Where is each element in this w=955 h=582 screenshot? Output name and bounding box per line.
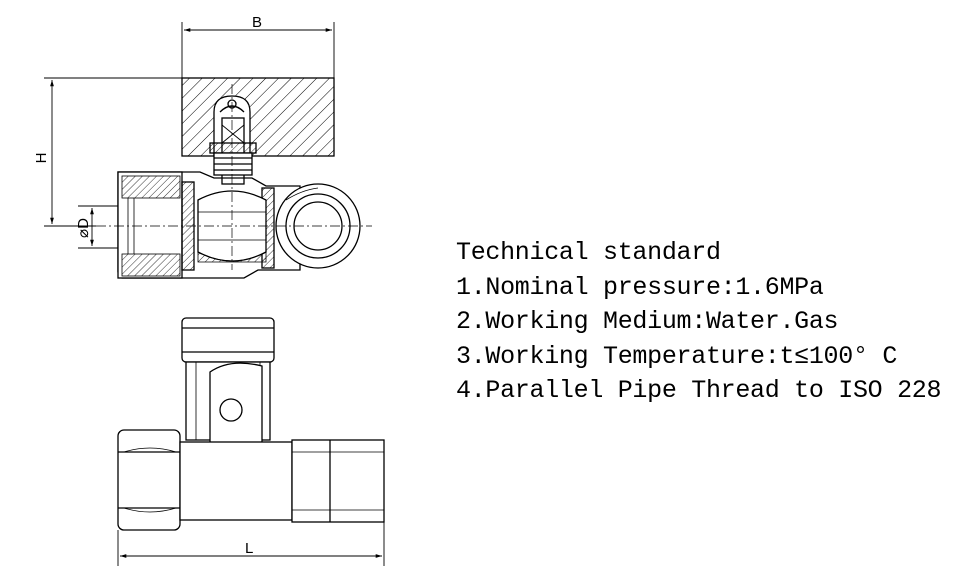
dimension-h [44,77,182,227]
handle-block [181,77,335,157]
dim-label-h: H [33,153,50,164]
outlet-thread [291,439,385,523]
dim-label-b: B [252,14,262,31]
inlet-nut [117,429,181,531]
section-view [96,77,372,279]
dimension-d [78,205,118,249]
dim-label-l: L [245,540,253,557]
spec-item-thread: 4.Parallel Pipe Thread to ISO 228 [456,376,942,405]
lever-hole [219,398,243,422]
spec-item-temperature: 3.Working Temperature:t≤100° C [456,341,898,371]
dimension-b [181,22,335,78]
technical-spec-panel: Technical standard 1.Nominal pressure:1.… [456,236,946,409]
spec-heading: Technical standard [456,238,721,267]
elevation-view [117,317,385,531]
body-center [179,441,293,521]
handle-cap [181,317,275,363]
dimension-l [117,522,385,566]
spec-item-pressure: 1.Nominal pressure:1.6MPa [456,272,824,302]
spec-item-medium: 2.Working Medium:Water.Gas [456,307,839,336]
dim-label-d: ⌀D [75,218,92,238]
